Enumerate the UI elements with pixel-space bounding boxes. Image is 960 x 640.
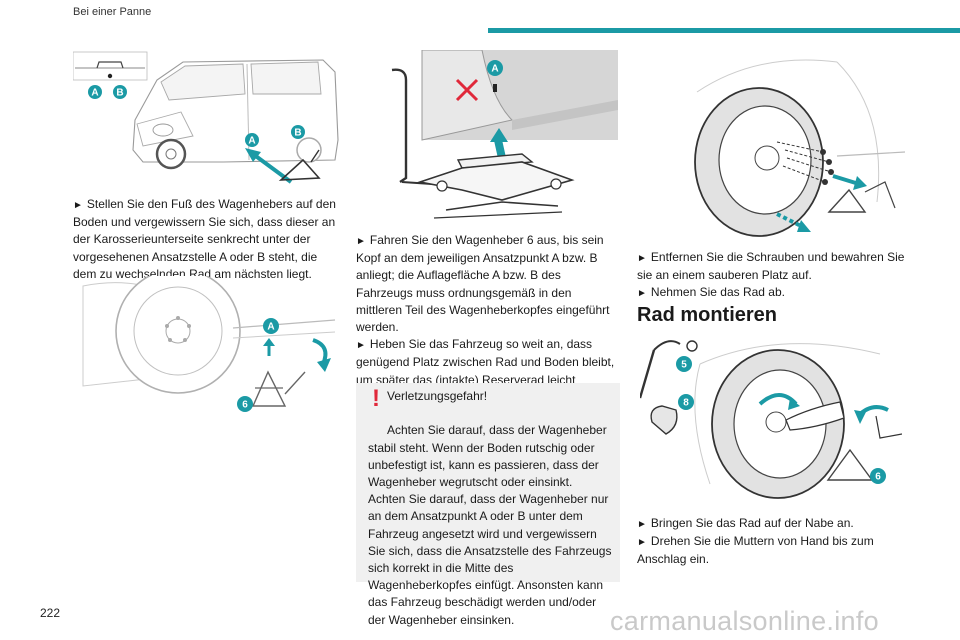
marker-8-label: 8	[683, 398, 689, 409]
bullet-arrow-icon: ►	[637, 519, 647, 530]
warning-text: Achten Sie darauf, dass der Wagenheber s…	[368, 423, 607, 490]
figure-wheel-jack-a: A 6	[82, 276, 336, 412]
bullet-arrow-icon: ►	[356, 340, 366, 352]
warning-box: ! Verletzungsgefahr! Achten Sie darauf, …	[356, 383, 620, 627]
marker-a-label: A	[91, 88, 98, 99]
instruction-text: Fahren Sie den Wagenheber 6 aus, bis sei…	[356, 233, 610, 335]
marker-b-label: B	[294, 128, 301, 139]
instruction-text: Nehmen Sie das Rad ab.	[650, 285, 785, 300]
figure-remove-wheel-bolts	[694, 59, 905, 237]
bullet-arrow-icon: ►	[356, 236, 366, 247]
running-header: Bei einer Panne	[73, 6, 152, 18]
bullet-arrow-icon: ►	[637, 537, 647, 549]
marker-5-label: 5	[681, 360, 687, 371]
instruction-text: Drehen Sie die Muttern von Hand bis zum …	[637, 534, 874, 567]
instruction-jack-placement: ►Stellen Sie den Fuß des Wagenhebers auf…	[73, 196, 343, 283]
bullet-arrow-icon: ►	[637, 288, 647, 300]
instruction-extend-jack: ►Fahren Sie den Wagenheber 6 aus, bis se…	[356, 232, 620, 406]
marker-a-label: A	[491, 64, 498, 75]
marker-a-label: A	[248, 136, 255, 147]
figure-van-jack-points: A B A B	[73, 51, 339, 184]
marker-a-label: A	[267, 322, 274, 333]
warning-icon: !	[372, 385, 380, 412]
instruction-mount-wheel: ►Bringen Sie das Rad auf der Nabe an. ►D…	[637, 515, 907, 569]
marker-b-label: B	[116, 88, 123, 99]
warning-title: Verletzungsgefahr!	[387, 389, 488, 403]
figure-jack-closeup: A	[391, 50, 618, 219]
bullet-arrow-icon: ►	[637, 253, 647, 264]
header-accent-bar	[488, 28, 960, 33]
instruction-text: Entfernen Sie die Schrauben und bewahren…	[637, 250, 905, 283]
watermark: carmanualsonline.info	[610, 606, 879, 636]
warning-text-start	[368, 406, 387, 420]
warning-text: Achten Sie darauf, dass der Wagenheber n…	[368, 492, 612, 627]
figure-mount-wheel: 5 8 6	[640, 340, 902, 499]
instruction-remove-wheel: ►Entfernen Sie die Schrauben und bewahre…	[637, 249, 907, 303]
page-number: 222	[40, 606, 61, 620]
instruction-text: Bringen Sie das Rad auf der Nabe an.	[650, 516, 854, 530]
marker-6-label: 6	[875, 472, 881, 483]
section-title: Rad montieren	[637, 304, 778, 326]
marker-6-label: 6	[242, 400, 248, 411]
instruction-text: Stellen Sie den Fuß des Wagenhebers auf …	[73, 197, 336, 281]
bullet-arrow-icon: ►	[73, 200, 83, 211]
